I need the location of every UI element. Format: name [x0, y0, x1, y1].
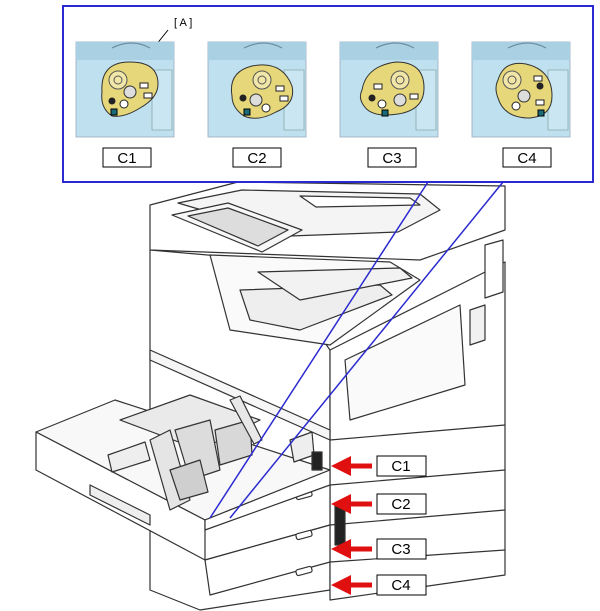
callout-lines	[209, 181, 504, 519]
panel-label-4: C4	[517, 150, 536, 167]
panel-label-3: C3	[382, 150, 401, 167]
callout-panel-4	[471, 41, 571, 138]
side-label-3: C3	[391, 541, 410, 558]
panel-label-2: C2	[247, 150, 266, 167]
side-label-1: C1	[391, 458, 410, 475]
side-label-2: C2	[391, 496, 410, 513]
callout-panel-2	[207, 41, 307, 138]
side-label-box-2	[376, 493, 427, 515]
dial-shape-2	[230, 64, 294, 119]
indicator-arrows	[331, 456, 372, 595]
panel-label-box-4	[502, 147, 552, 168]
callout-panel-3	[339, 41, 439, 138]
callout-panel-1	[75, 41, 175, 138]
callout-marker-label: [ A ]	[174, 17, 192, 29]
side-label-box-1	[376, 455, 427, 477]
panel-label-box-3	[367, 147, 417, 168]
side-label-box-4	[376, 574, 427, 596]
side-label-4: C4	[391, 577, 410, 594]
panel-label-box-2	[232, 147, 282, 168]
printer-illustration	[35, 181, 506, 611]
side-label-box-3	[376, 538, 427, 560]
panel-label-1: C1	[117, 150, 136, 167]
panel-label-box-1	[102, 147, 152, 168]
